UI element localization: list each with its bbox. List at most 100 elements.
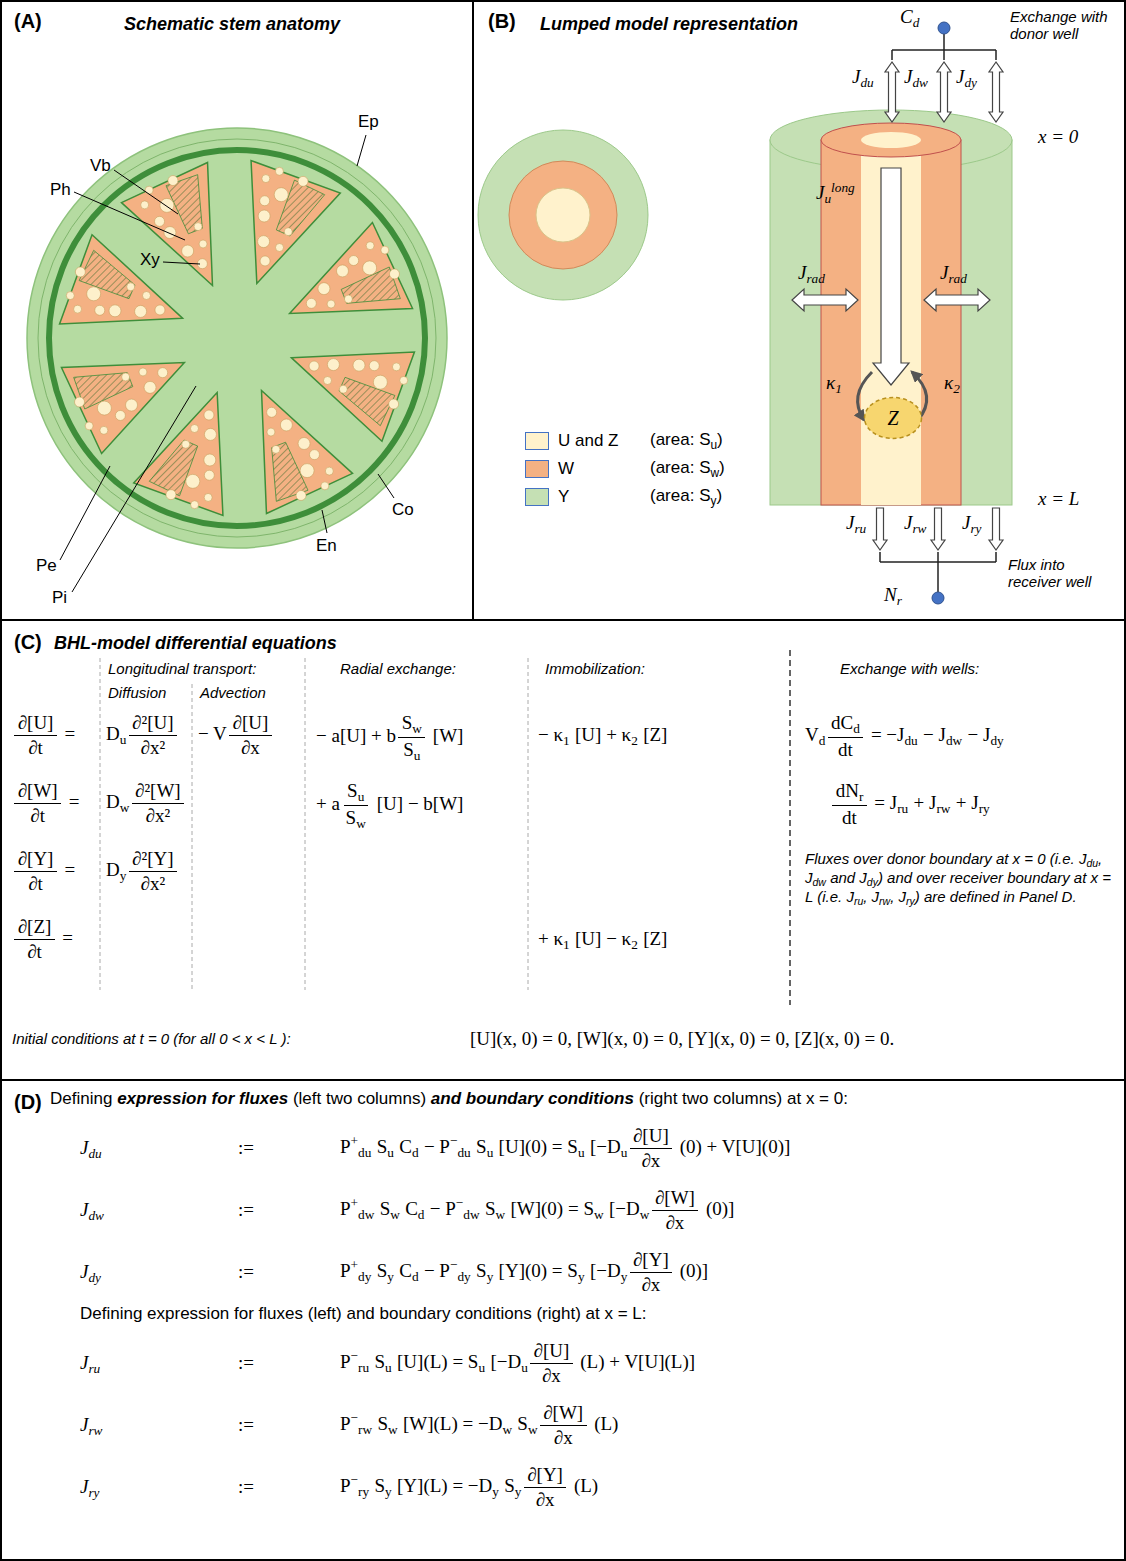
panel-heading: Lumped model representation [540, 14, 798, 35]
text-line: := [238, 1352, 254, 1374]
column-separator [192, 684, 193, 990]
stem-cross-section [74, 305, 82, 313]
text-line: κ2 [944, 372, 960, 397]
text-line: Jdu [80, 1137, 102, 1162]
numerator: ∂[Y] [630, 1249, 673, 1273]
label-text: S [377, 1136, 388, 1157]
stem-cross-section [194, 223, 202, 231]
label-text: D [106, 723, 120, 744]
label-text: J [80, 1476, 88, 1497]
label-text: P [340, 1198, 351, 1219]
well-connector [943, 50, 945, 60]
subscript: du [457, 1145, 470, 1160]
stem-cross-section [142, 291, 150, 299]
model-cross-section [478, 130, 648, 300]
label-text: [Z] [643, 724, 667, 745]
denominator: ∂x [532, 1488, 558, 1511]
stem-cross-section [158, 368, 168, 378]
text-line: Dy∂²[Y]∂x² [106, 848, 179, 895]
stem-cross-section [109, 305, 121, 317]
fraction: dNrdt [832, 780, 866, 829]
denominator: ∂x [638, 1273, 664, 1296]
subscript: w [528, 1422, 538, 1437]
label-text: ∂²[Y] [132, 848, 173, 869]
subscript: ru [88, 1361, 100, 1376]
text-line: P−rySy[Y](L) = −DySy∂[Y]∂x(L) [340, 1464, 598, 1511]
text-line: κ1 [826, 372, 842, 397]
stem-cross-section [191, 501, 199, 509]
model-cylinder [770, 110, 1012, 505]
text-line: − a[U] + bSwSu[W] [316, 712, 463, 764]
fraction: ∂²[Y]∂x² [129, 848, 177, 895]
model-cylinder [861, 140, 921, 505]
subscript: 2 [953, 381, 960, 396]
subscript: y [621, 1269, 628, 1284]
stem-cross-section [298, 437, 310, 449]
label-text: S [517, 1413, 528, 1434]
stem-cross-section [353, 359, 365, 371]
subscript: du [860, 75, 873, 90]
label-text: = [64, 859, 75, 880]
stem-cross-section [38, 139, 436, 537]
label-text: J [798, 262, 806, 283]
stem-cross-section [60, 161, 415, 516]
text-line: := [238, 1476, 254, 1498]
stem-cross-section [186, 474, 200, 488]
stem-cross-section [85, 422, 93, 430]
leader-line [378, 474, 394, 498]
well-dot [932, 22, 950, 604]
subscript: dy [88, 1270, 101, 1285]
label-text: En [316, 536, 337, 555]
stem-cross-section [324, 377, 332, 385]
stem-cross-section [127, 283, 135, 291]
stem-cross-section [49, 150, 425, 526]
label-text: , J [863, 888, 879, 905]
subscript: r [897, 593, 902, 608]
legend-text: W [558, 459, 574, 479]
text-line: Jru [80, 1352, 100, 1377]
subscript: 2 [631, 937, 638, 952]
text-line: P−rwSw[W](L) = −DwSw∂[W]∂x(L) [340, 1402, 618, 1449]
subscript: du [1086, 857, 1098, 869]
subscript: y [487, 1269, 494, 1284]
label-text: − P [430, 1198, 456, 1219]
legend-text: Y [558, 487, 569, 507]
label-text: (left two columns) [293, 1089, 426, 1108]
text-line: Exchange with donor well [1010, 8, 1114, 42]
label-text: Diffusion [108, 684, 166, 701]
label-text: C [900, 6, 913, 27]
label-text: + J [956, 792, 979, 813]
flux-arrow [989, 62, 1003, 122]
label-text: S [402, 712, 413, 733]
subscript: dw [463, 1207, 479, 1222]
well-connector [879, 552, 881, 562]
label-text: J [80, 1261, 88, 1282]
fraction: ∂²[U]∂x² [129, 712, 177, 759]
subscript: 1 [563, 937, 570, 952]
fraction: ∂[U]∂x [630, 1125, 673, 1172]
text-line: (area: Su) [650, 430, 723, 452]
subscript: d [913, 15, 920, 30]
numerator: ∂[U] [14, 712, 57, 736]
subscript: y [385, 1484, 392, 1499]
label-text: J [80, 1352, 88, 1373]
subscript: w [356, 816, 366, 831]
subscript: du [358, 1145, 371, 1160]
stem-cross-section [251, 161, 340, 284]
pool-outline [865, 398, 922, 439]
stem-cross-section [258, 210, 270, 222]
denominator: ∂t [27, 804, 48, 827]
stem-cross-section [321, 482, 329, 490]
flux-arrow [931, 508, 945, 550]
text-line: Radial exchange: [340, 660, 456, 677]
fraction: ∂[U]∂x [229, 712, 272, 759]
label-text: ∂[U] [233, 712, 269, 733]
fraction: dCddt [828, 712, 864, 761]
label-text: P [340, 1136, 351, 1157]
text-line: Ep [358, 112, 379, 132]
text-line: P+duSuCd− P−duSu[U](0) = Su[−Du∂[U]∂x(0)… [340, 1125, 790, 1172]
numerator: ∂[Y] [14, 848, 57, 872]
text-line: Cd [900, 6, 919, 31]
label-text: S [403, 739, 414, 760]
well-connector [995, 552, 997, 562]
